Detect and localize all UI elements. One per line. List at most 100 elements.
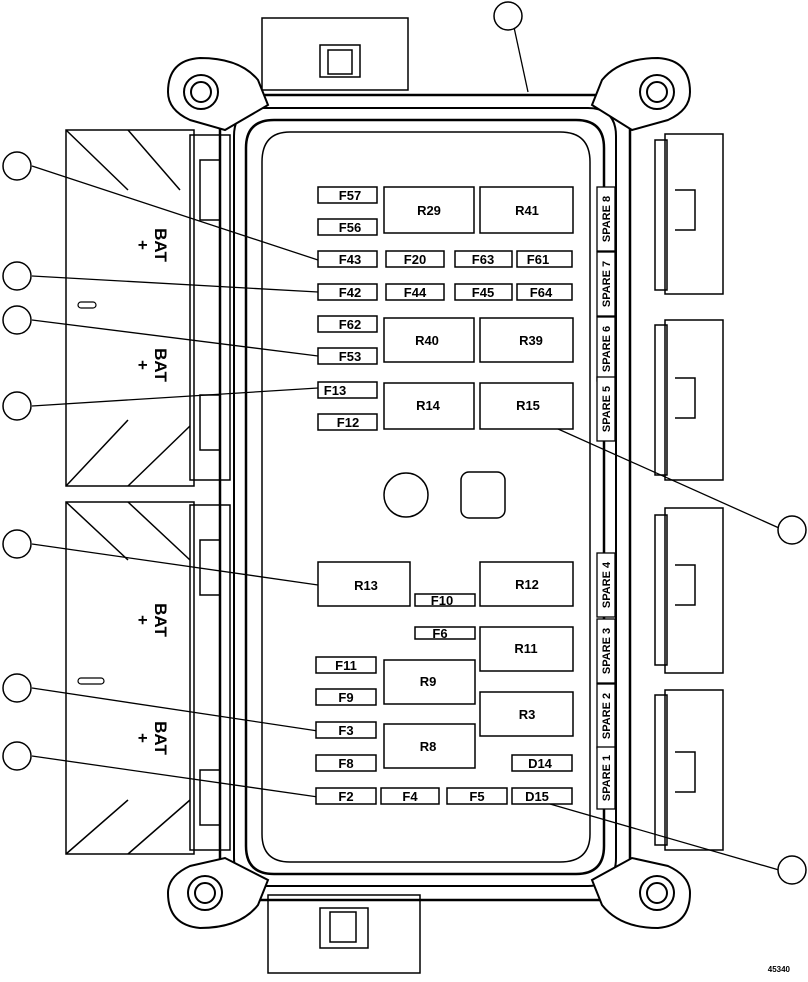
- callout-circle-right-lower: [777, 855, 807, 885]
- spare-1: SPARE 1: [596, 746, 616, 810]
- callout-circle-3: [2, 305, 32, 335]
- bat-terminal-3-label: BAT: [151, 603, 170, 637]
- fuse-f45: F45: [454, 283, 513, 301]
- bat-terminal-2: BAT +: [133, 348, 170, 382]
- ground-stud-lower: [77, 677, 105, 685]
- relay-r3-label: R3: [519, 707, 536, 722]
- relay-r41-label: R41: [515, 203, 539, 218]
- callout-circle-top: [493, 1, 523, 31]
- bat-terminal-2-sign: +: [133, 360, 152, 370]
- fuse-f8-label: F8: [338, 756, 353, 771]
- relay-r39: R39: [479, 317, 574, 363]
- bat-terminal-3: BAT +: [133, 603, 170, 637]
- diode-d14-label: D14: [528, 756, 553, 771]
- fuse-f20-label: F20: [404, 252, 426, 267]
- spare-2-label: SPARE 2: [601, 693, 613, 739]
- relay-r39-label: R39: [519, 333, 543, 348]
- bat-terminal-4: BAT +: [133, 721, 170, 755]
- spare-4: SPARE 4: [596, 552, 616, 618]
- fuse-f12-label: F12: [337, 415, 359, 430]
- figure-id: 45340: [768, 965, 791, 974]
- spare-1-label: SPARE 1: [601, 755, 613, 801]
- fuse-f44-label: F44: [404, 285, 427, 300]
- leader-lines: [31, 17, 780, 871]
- fuse-f64-label: F64: [530, 285, 553, 300]
- fuse-f13: F13: [317, 381, 378, 399]
- relay-r13: R13: [317, 561, 411, 607]
- fuse-f5: F5: [446, 787, 508, 805]
- fuse-f42: F42: [317, 283, 378, 301]
- diode-d14: D14: [511, 754, 573, 772]
- fuse-f6-label: F6: [432, 626, 447, 641]
- bat-terminal-3-sign: +: [133, 615, 152, 625]
- spare-2: SPARE 2: [596, 683, 616, 749]
- callout-circle-5: [2, 529, 32, 559]
- fuse-f11-label: F11: [335, 658, 357, 673]
- fuse-f43-label: F43: [339, 252, 361, 267]
- relay-r15: R15: [479, 382, 574, 430]
- fuse-f2: F2: [315, 787, 377, 805]
- spare-4-label: SPARE 4: [601, 561, 613, 608]
- relay-r15-label: R15: [516, 398, 540, 413]
- relay-r29-label: R29: [417, 203, 441, 218]
- fuse-f62-label: F62: [339, 317, 361, 332]
- callout-circles: [2, 1, 807, 885]
- fuse-f61-label: F61: [527, 252, 549, 267]
- fuse-f9-label: F9: [338, 690, 353, 705]
- relay-r9-label: R9: [420, 674, 437, 689]
- fuse-f57-label: F57: [339, 188, 361, 203]
- bat-terminal-2-label: BAT: [151, 348, 170, 382]
- fuse-f63: F63: [454, 250, 513, 268]
- fuse-f10-label: F10: [431, 593, 453, 608]
- right-connectors: [654, 133, 724, 851]
- callout-circle-right-upper: [777, 515, 807, 545]
- fuse-f57: F57: [317, 186, 378, 204]
- spare-8-label: SPARE 8: [601, 196, 613, 242]
- fuse-f5-label: F5: [469, 789, 484, 804]
- relay-r9: R9: [383, 659, 476, 705]
- fuse-f45-label: F45: [472, 285, 494, 300]
- relay-r12: R12: [479, 561, 574, 607]
- diode-d15: D15: [511, 787, 573, 805]
- fuse-f2-label: F2: [338, 789, 353, 804]
- callout-circle-2: [2, 261, 32, 291]
- bat-terminal-4-sign: +: [133, 733, 152, 743]
- callout-circle-4: [2, 391, 32, 421]
- fuse-f8: F8: [315, 754, 377, 772]
- left-connector-upper: [65, 129, 231, 487]
- spare-7-label: SPARE 7: [601, 261, 613, 307]
- left-connector-lower: [65, 501, 231, 855]
- spare-3: SPARE 3: [596, 618, 616, 684]
- relay-r3: R3: [479, 691, 574, 737]
- fuse-f12: F12: [317, 413, 378, 431]
- bat-terminal-4-label: BAT: [151, 721, 170, 755]
- fuse-f43: F43: [317, 250, 378, 268]
- fuse-f3: F3: [315, 721, 377, 739]
- spare-5-label: SPARE 5: [601, 386, 613, 432]
- callout-circle-7: [2, 741, 32, 771]
- fuse-f53: F53: [317, 347, 378, 365]
- top-connector: [261, 17, 409, 91]
- center-tab: [460, 471, 506, 519]
- spare-3-label: SPARE 3: [601, 628, 613, 674]
- relay-r8: R8: [383, 723, 476, 769]
- relay-r11-label: R11: [514, 641, 537, 656]
- center-hole: [383, 472, 429, 518]
- relay-r8-label: R8: [420, 739, 437, 754]
- fuse-f10: F10: [414, 593, 476, 608]
- fuse-f6: F6: [414, 626, 476, 641]
- fuse-f56: F56: [317, 218, 378, 236]
- spare-5: SPARE 5: [596, 376, 616, 442]
- fuse-f56-label: F56: [339, 220, 361, 235]
- relay-r13-label: R13: [354, 578, 378, 593]
- bottom-connector: [267, 894, 421, 974]
- fuse-f44: F44: [385, 283, 445, 301]
- relay-r14: R14: [383, 382, 475, 430]
- fuse-f11: F11: [315, 656, 377, 674]
- spare-6-label: SPARE 6: [601, 326, 613, 372]
- fuse-f13-label: F13: [324, 383, 346, 398]
- relay-r40-label: R40: [415, 333, 439, 348]
- bat-terminal-1: BAT +: [133, 228, 170, 262]
